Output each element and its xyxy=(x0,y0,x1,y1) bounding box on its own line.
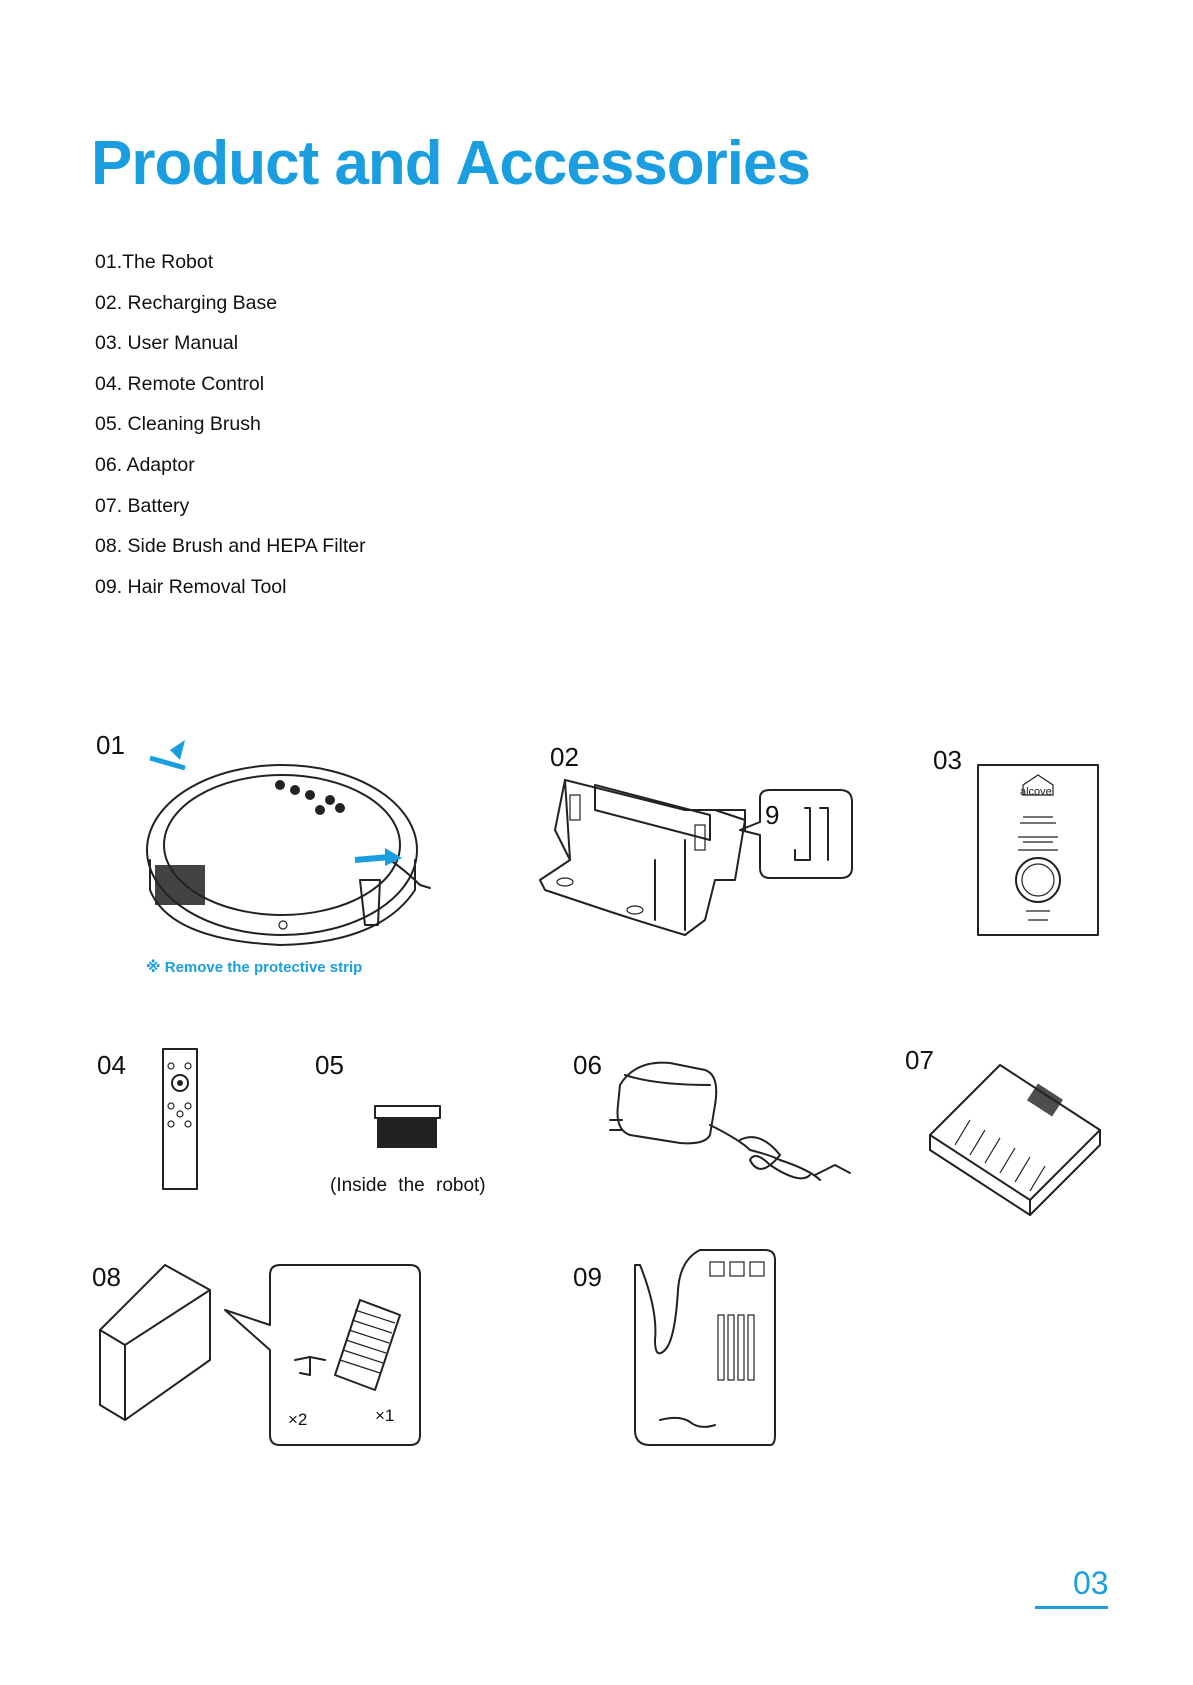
adaptor-illustration xyxy=(610,1055,860,1195)
figure-number-01: 01 xyxy=(96,730,125,761)
inside-robot-note: (Inside the robot) xyxy=(330,1175,486,1197)
list-item: 08. Side Brush and HEPA Filter xyxy=(95,534,366,575)
list-item: 02. Recharging Base xyxy=(95,291,366,332)
callout-label: 9 xyxy=(765,800,779,831)
list-item: 01.The Robot xyxy=(95,250,366,291)
filter-quantity: ×1 xyxy=(375,1406,394,1426)
list-item: 09. Hair Removal Tool xyxy=(95,575,366,616)
list-item: 04. Remote Control xyxy=(95,372,366,413)
figure-number-04: 04 xyxy=(97,1050,126,1081)
side-brush-hepa-illustration xyxy=(100,1265,430,1455)
arrow-icon xyxy=(170,740,185,760)
list-item: 06. Adaptor xyxy=(95,453,366,494)
figure-number-05: 05 xyxy=(315,1050,344,1081)
page-number-underline xyxy=(1035,1606,1108,1609)
accessory-list: 01.The Robot 02. Recharging Base 03. Use… xyxy=(95,250,366,615)
cleaning-brush-illustration xyxy=(375,1106,445,1151)
list-item: 05. Cleaning Brush xyxy=(95,412,366,453)
figure-number-06: 06 xyxy=(573,1050,602,1081)
figure-number-03: 03 xyxy=(933,745,962,776)
hair-removal-tool-illustration xyxy=(630,1250,780,1450)
list-item: 03. User Manual xyxy=(95,331,366,372)
remote-control-illustration xyxy=(162,1048,198,1190)
figure-number-02: 02 xyxy=(550,742,579,773)
manual-brand: alcove xyxy=(1020,786,1052,798)
list-item: 07. Battery xyxy=(95,494,366,535)
figure-number-09: 09 xyxy=(573,1262,602,1293)
page-number: 03 xyxy=(1073,1565,1109,1602)
battery-illustration xyxy=(925,1060,1105,1200)
protective-strip-note: ※ Remove the protective strip xyxy=(146,958,362,976)
page-title: Product and Accessories xyxy=(91,128,810,199)
robot-illustration xyxy=(130,740,430,950)
callout-bubble xyxy=(740,790,860,885)
side-brush-quantity: ×2 xyxy=(288,1410,307,1430)
